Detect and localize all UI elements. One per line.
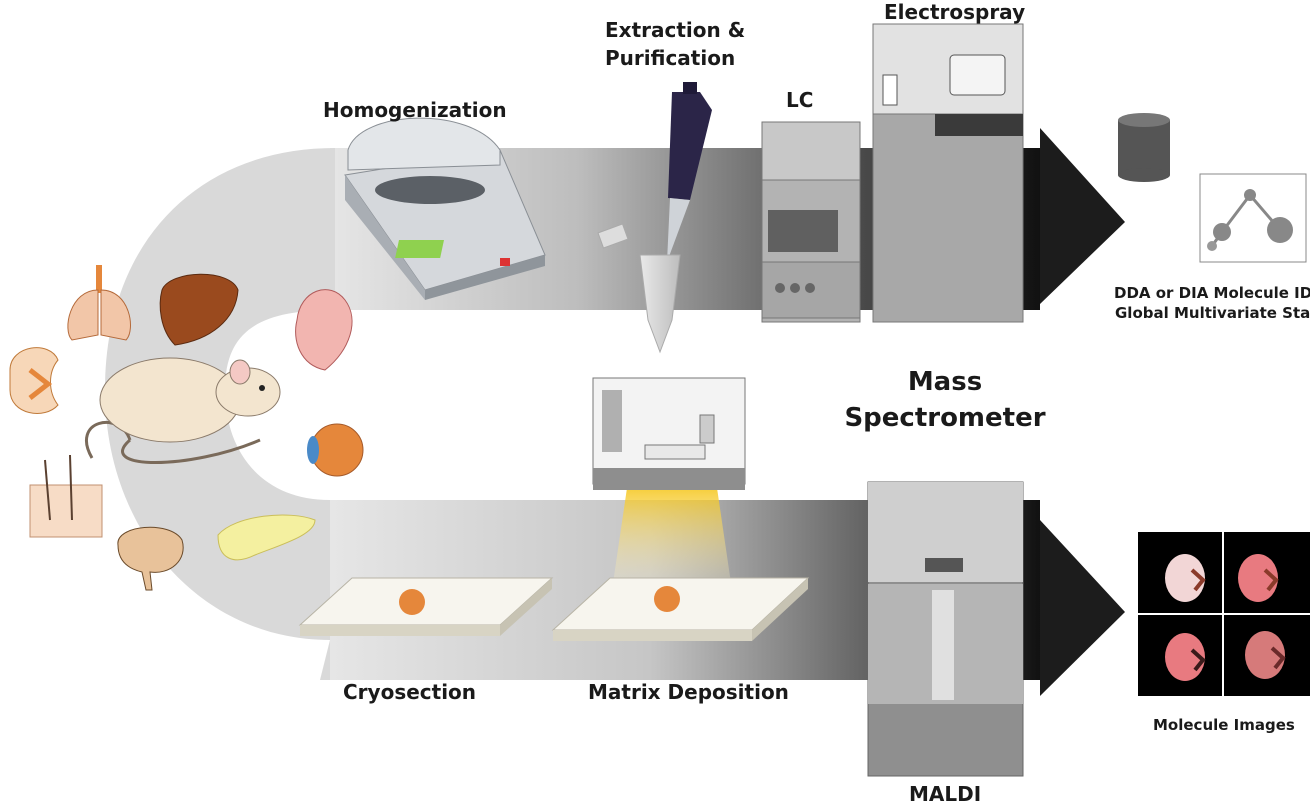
homogenization-label: Homogenization [323,98,507,122]
pipette-icon [667,82,712,262]
maldi-instrument-icon [867,481,1024,777]
lungs-icon [67,265,131,341]
tube-icon [597,223,681,354]
electrospray-instrument-icon [872,23,1024,323]
top-arrow-head [1040,128,1125,304]
bottom-arrow-head [1040,520,1125,696]
eye-icon [307,423,364,477]
sprayer-icon [592,377,746,590]
extraction-label-line2: Purification [605,46,736,70]
extraction-label-line1: Extraction & [605,18,746,42]
pancreas-icon [217,514,316,561]
kidney-image-grid [1138,532,1310,696]
rat-icon [84,357,281,464]
skin-icon [29,454,103,538]
maldi-label: MALDI [909,782,982,806]
homogenizer-icon [344,117,546,300]
electrospray-label: Electrospray [884,0,1026,24]
database-icon [1118,113,1170,182]
slide-icon [298,577,554,636]
lc-label: LC [786,88,814,112]
cryosection-label: Cryosection [343,680,477,704]
network-graph-icon [1199,173,1307,263]
kidney-icon [9,347,59,414]
liver-icon [159,273,239,346]
mass-spectrometer-label-line2: Spectrometer [844,403,1046,433]
dda-label-line2: Global Multivariate Stat [1115,304,1310,322]
brain-icon [117,526,184,591]
slide-icon [551,577,810,641]
molecule-images-label: Molecule Images [1153,716,1295,734]
mass-spectrometer-label-line1: Mass [907,367,983,397]
dda-label-line1: DDA or DIA Molecule ID [1114,284,1310,302]
lc-instrument-icon [761,121,861,323]
heart-icon [295,289,353,371]
matrix-deposition-label: Matrix Deposition [588,680,789,704]
